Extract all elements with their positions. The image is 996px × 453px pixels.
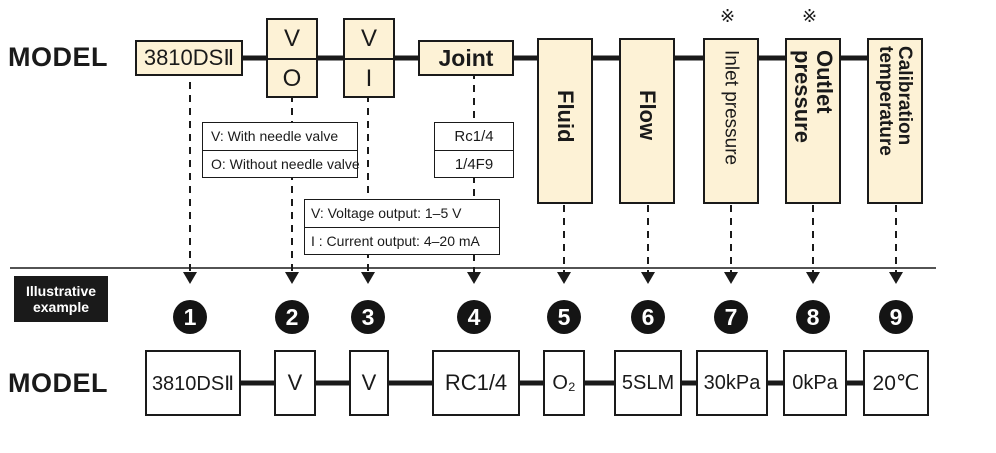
number-badge-8: 8 bbox=[796, 300, 830, 334]
fluid-label: Fluid bbox=[553, 90, 578, 143]
valve-option-box: V O bbox=[266, 18, 318, 98]
output-option-i: I bbox=[365, 65, 373, 92]
output-note-box: V: Voltage output: 1–5 V I : Current out… bbox=[304, 199, 500, 255]
model-code-box: 3810DSⅡ bbox=[135, 40, 243, 76]
joint-label: Joint bbox=[438, 44, 494, 71]
example-fluid: O₂ bbox=[543, 350, 585, 416]
joint-note-box: Rc1/4 1/4F9 bbox=[434, 122, 514, 178]
outlet-pressure-label: Outlet pressure bbox=[790, 50, 837, 143]
joint-note-rc: Rc1/4 bbox=[435, 123, 513, 151]
calibration-temperature-label: Calibration temperature bbox=[875, 46, 915, 156]
valve-note-box: V: With needle valve O: Without needle v… bbox=[202, 122, 360, 178]
number-badge-3: 3 bbox=[351, 300, 385, 334]
output-note-i: I : Current output: 4–20 mA bbox=[311, 233, 480, 249]
example-joint: RC1/4 bbox=[432, 350, 520, 416]
number-badge-9: 9 bbox=[879, 300, 913, 334]
model-label-bottom: MODEL bbox=[8, 368, 108, 398]
example-valve: V bbox=[274, 350, 316, 416]
asterisk-outlet: ※ bbox=[802, 6, 818, 27]
number-badge-2: 2 bbox=[275, 300, 309, 334]
joint-box: Joint bbox=[418, 40, 514, 76]
example-outlet-pressure: 0kPa bbox=[783, 350, 847, 416]
example-flow: 5SLM bbox=[614, 350, 682, 416]
flow-box: Flow bbox=[619, 38, 675, 204]
output-note-v: V: Voltage output: 1–5 V bbox=[305, 200, 499, 228]
ribbon-line-2: example bbox=[32, 299, 90, 315]
valve-note-o: O: Without needle valve bbox=[211, 156, 360, 172]
number-badge-5: 5 bbox=[547, 300, 581, 334]
asterisk-inlet: ※ bbox=[720, 6, 736, 27]
valve-note-v: V: With needle valve bbox=[203, 123, 357, 151]
inlet-pressure-box: Inlet pressure bbox=[703, 38, 759, 204]
number-badge-6: 6 bbox=[631, 300, 665, 334]
calibration-temperature-box: Calibration temperature bbox=[867, 38, 923, 204]
example-calibration-temperature: 20℃ bbox=[863, 350, 929, 416]
output-option-box: V I bbox=[343, 18, 395, 98]
model-label-top: MODEL bbox=[8, 42, 108, 72]
joint-note-f9: 1/4F9 bbox=[454, 156, 494, 173]
number-badge-4: 4 bbox=[457, 300, 491, 334]
number-badge-7: 7 bbox=[714, 300, 748, 334]
output-option-v: V bbox=[345, 20, 393, 60]
ribbon-line-1: Illustrative bbox=[25, 283, 97, 299]
inlet-pressure-label: Inlet pressure bbox=[720, 50, 742, 166]
fluid-box: Fluid bbox=[537, 38, 593, 204]
example-output: V bbox=[349, 350, 389, 416]
valve-option-o: O bbox=[282, 65, 302, 92]
outlet-pressure-box: Outlet pressure bbox=[785, 38, 841, 204]
illustrative-example-ribbon: Illustrative example bbox=[14, 276, 108, 322]
valve-option-v: V bbox=[268, 20, 316, 60]
number-badge-1: 1 bbox=[173, 300, 207, 334]
model-code-text: 3810DSⅡ bbox=[143, 45, 235, 70]
example-model-code: 3810DSⅡ bbox=[145, 350, 241, 416]
example-inlet-pressure: 30kPa bbox=[696, 350, 768, 416]
flow-label: Flow bbox=[635, 90, 660, 141]
